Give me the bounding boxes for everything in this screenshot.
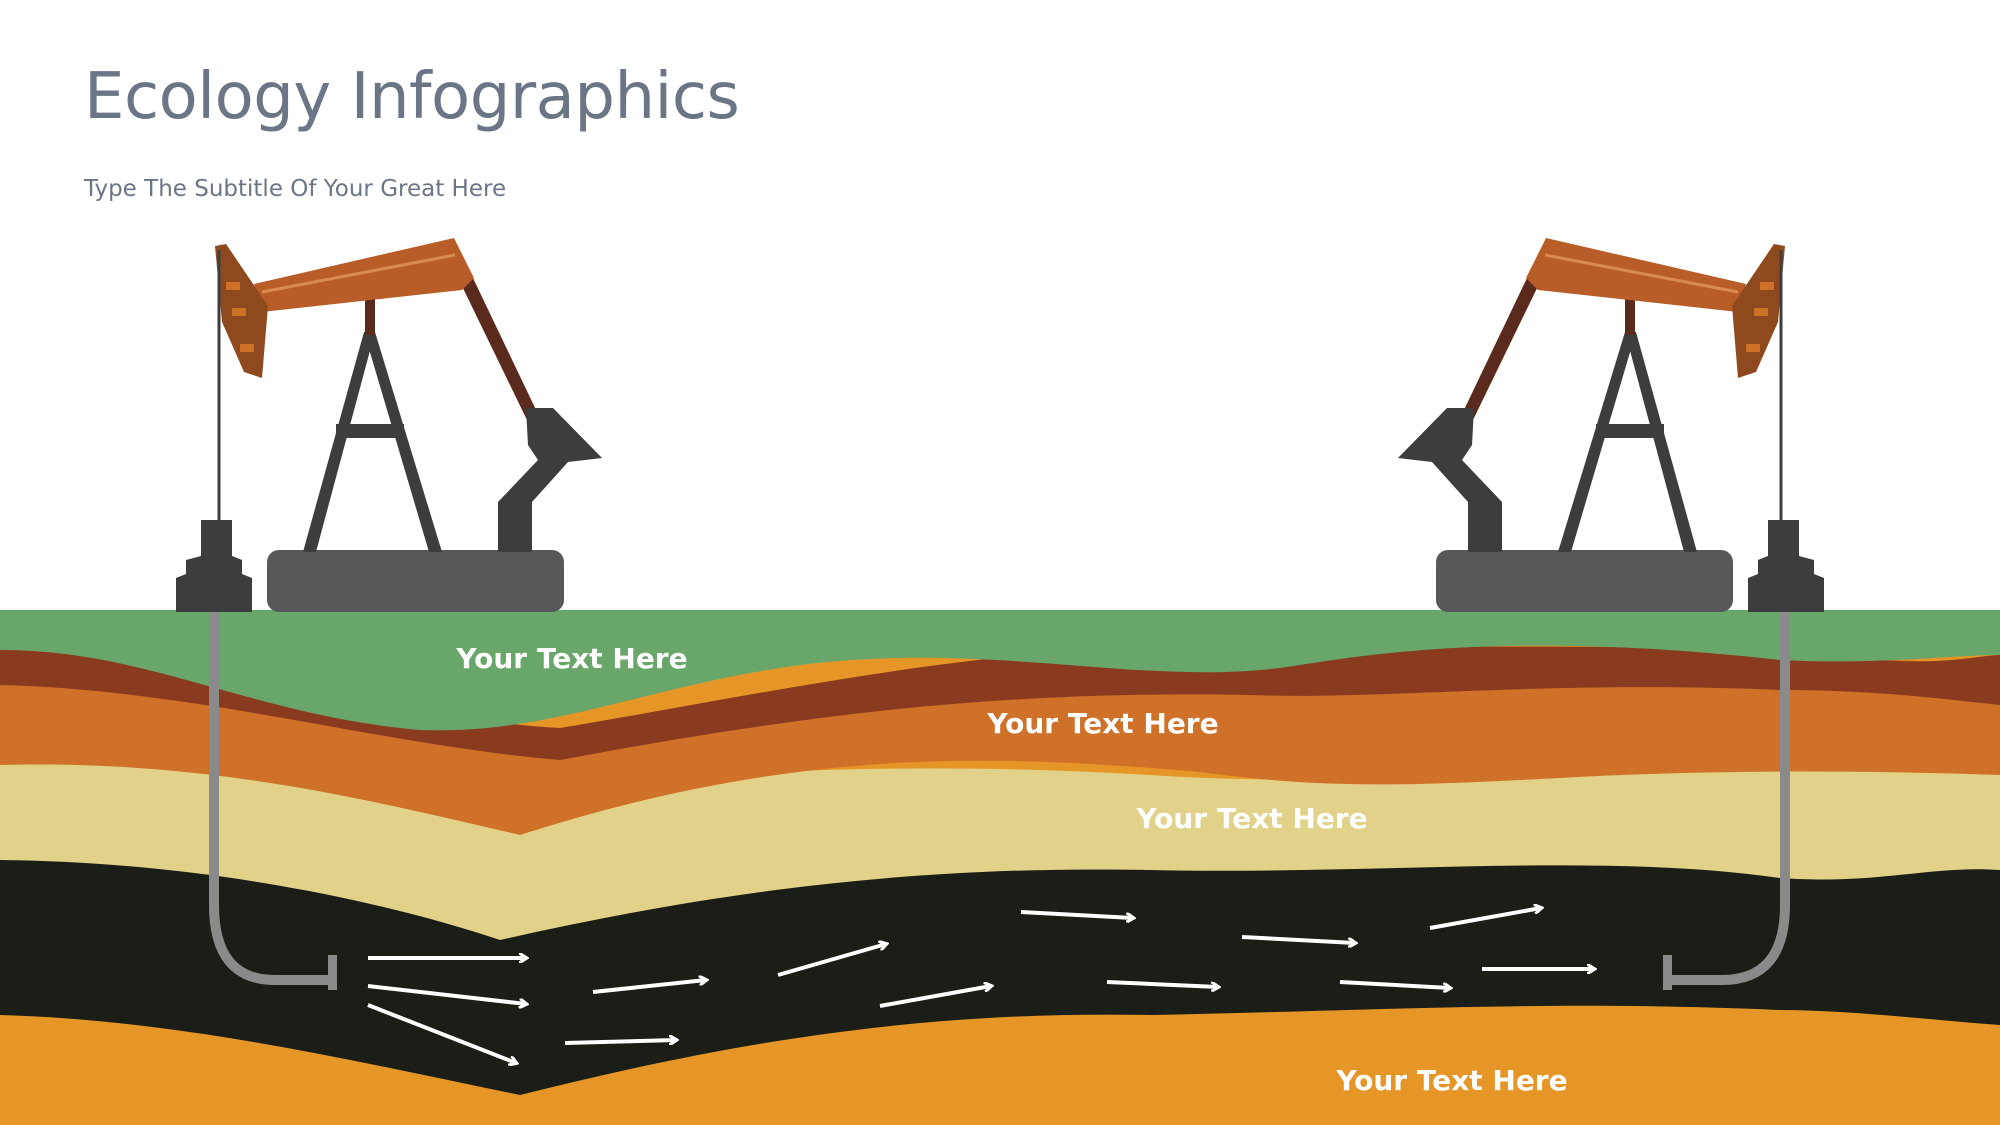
- flow-arrow-icon: [367, 1003, 516, 1063]
- flow-arrow-icon: [1241, 935, 1355, 943]
- page-title: Ecology Infographics: [84, 60, 740, 134]
- clay-band-layer: [0, 644, 2000, 760]
- flow-arrow-icon: [564, 1040, 676, 1043]
- pumpjack-left-wellhead: [176, 520, 252, 612]
- page-subtitle: Type The Subtitle Of Your Great Here: [84, 176, 507, 202]
- pumpjack-left-beam: [254, 238, 474, 312]
- left-pipe-end-cap: [328, 955, 337, 990]
- flow-arrow-icon: [1339, 980, 1450, 988]
- topsoil-layer: [0, 610, 2000, 731]
- left-well-pipe: [209, 612, 330, 985]
- oil-flow-arrows: [367, 908, 1594, 1063]
- flow-arrow-icon: [1020, 910, 1133, 918]
- pumpjack-right-beam: [1526, 238, 1746, 312]
- flow-arrow-icon: [367, 984, 526, 1004]
- pumpjack-right-icon: [1398, 238, 1824, 612]
- pumpjack-left-crank: [498, 408, 602, 552]
- pumpjack-right-wellhead: [1748, 520, 1824, 612]
- right-pipe-end-cap: [1663, 955, 1672, 990]
- pumpjack-left-icon: [176, 238, 602, 612]
- orange-rock-layer: [0, 654, 2000, 835]
- pumpjack-right-base: [1436, 550, 1733, 612]
- flow-arrow-icon: [1106, 980, 1218, 987]
- layer-label-bedrock: Your Text Here: [1335, 1064, 1567, 1097]
- pumpjack-left-base: [267, 550, 564, 612]
- right-well-pipe: [1670, 612, 1790, 985]
- pumpjack-right-crank: [1398, 408, 1502, 552]
- ground-strata: [0, 610, 2000, 1125]
- layer-label-topsoil: Your Text Here: [455, 642, 687, 675]
- oil-reservoir-layer: [0, 847, 2000, 1095]
- layer-label-sand: Your Text Here: [1135, 802, 1367, 835]
- flow-arrow-icon: [879, 986, 991, 1008]
- layer-label-orange-rock: Your Text Here: [986, 707, 1218, 740]
- flow-arrow-icon: [777, 944, 886, 977]
- flow-arrow-icon: [1429, 908, 1541, 930]
- flow-arrow-icon: [592, 980, 706, 994]
